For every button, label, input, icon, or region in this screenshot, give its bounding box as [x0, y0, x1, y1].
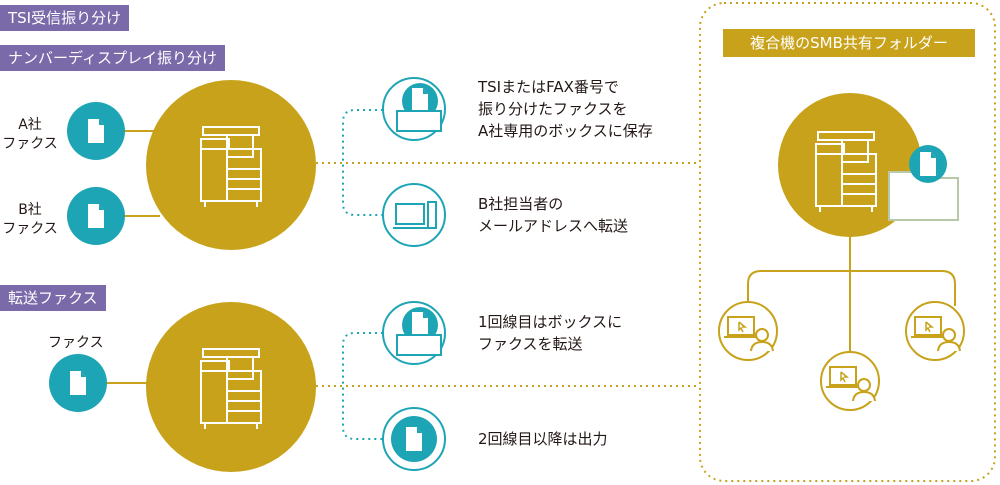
outcome-line2-print: 2回線目以降は出力 [478, 430, 608, 448]
tag-tsi: TSI受信振り分け [0, 5, 130, 31]
fax-a-icon [67, 102, 125, 160]
outcome-box-a: TSIまたはFAX番号で 振り分けたファクスを A社専用のボックスに保存 [478, 76, 653, 142]
sender-b-line2: ファクス [2, 221, 58, 237]
teal-dotted-links [342, 109, 383, 440]
outcome-line1-box: 1回線目はボックスに ファクスを転送 [478, 311, 622, 355]
print-icon-line2 [382, 407, 446, 471]
outcome-line1-box-line2: ファクスを転送 [478, 335, 583, 353]
sender-plain-label: ファクス [48, 335, 104, 351]
mfp-icon-bottom [146, 302, 316, 472]
fax-plain-icon [49, 354, 107, 412]
outcome-mail-b: B社担当者の メールアドレスへ転送 [478, 193, 628, 237]
gold-dotted-links [316, 2, 996, 482]
tag-forward: 転送ファクス [0, 285, 106, 311]
smb-folder-title: 複合機のSMB共有フォルダー [723, 29, 975, 57]
pc-user-icon-right [905, 301, 965, 361]
folder-icon [888, 145, 959, 221]
mfp-icon-top [146, 80, 316, 250]
outcome-box-a-line3: A社専用のボックスに保存 [478, 122, 653, 140]
smb-mfp-icon [778, 93, 922, 237]
box-icon-line1 [382, 301, 446, 365]
pc-user-icon-left [718, 301, 778, 361]
pc-user-icon-center [820, 351, 880, 411]
outcome-mail-b-line2: メールアドレスへ転送 [478, 217, 629, 235]
sender-b-label: B社 ファクス [0, 201, 60, 239]
sender-a-line1: A社 [18, 117, 42, 133]
outcome-mail-b-line1: B社担当者の [478, 195, 564, 213]
fax-b-icon [67, 187, 125, 245]
sender-b-line1: B社 [18, 202, 42, 218]
outcome-box-a-line2: 振り分けたファクスを [478, 100, 628, 118]
outcome-line1-box-line1: 1回線目はボックスに [478, 313, 623, 331]
tag-number-display: ナンバーディスプレイ振り分け [0, 45, 225, 71]
computer-icon-b [382, 183, 446, 247]
outcome-box-a-line1: TSIまたはFAX番号で [478, 78, 619, 96]
smb-tree [747, 236, 956, 352]
sender-a-line2: ファクス [2, 136, 58, 152]
box-icon-a [382, 77, 446, 141]
sender-a-label: A社 ファクス [0, 116, 60, 154]
